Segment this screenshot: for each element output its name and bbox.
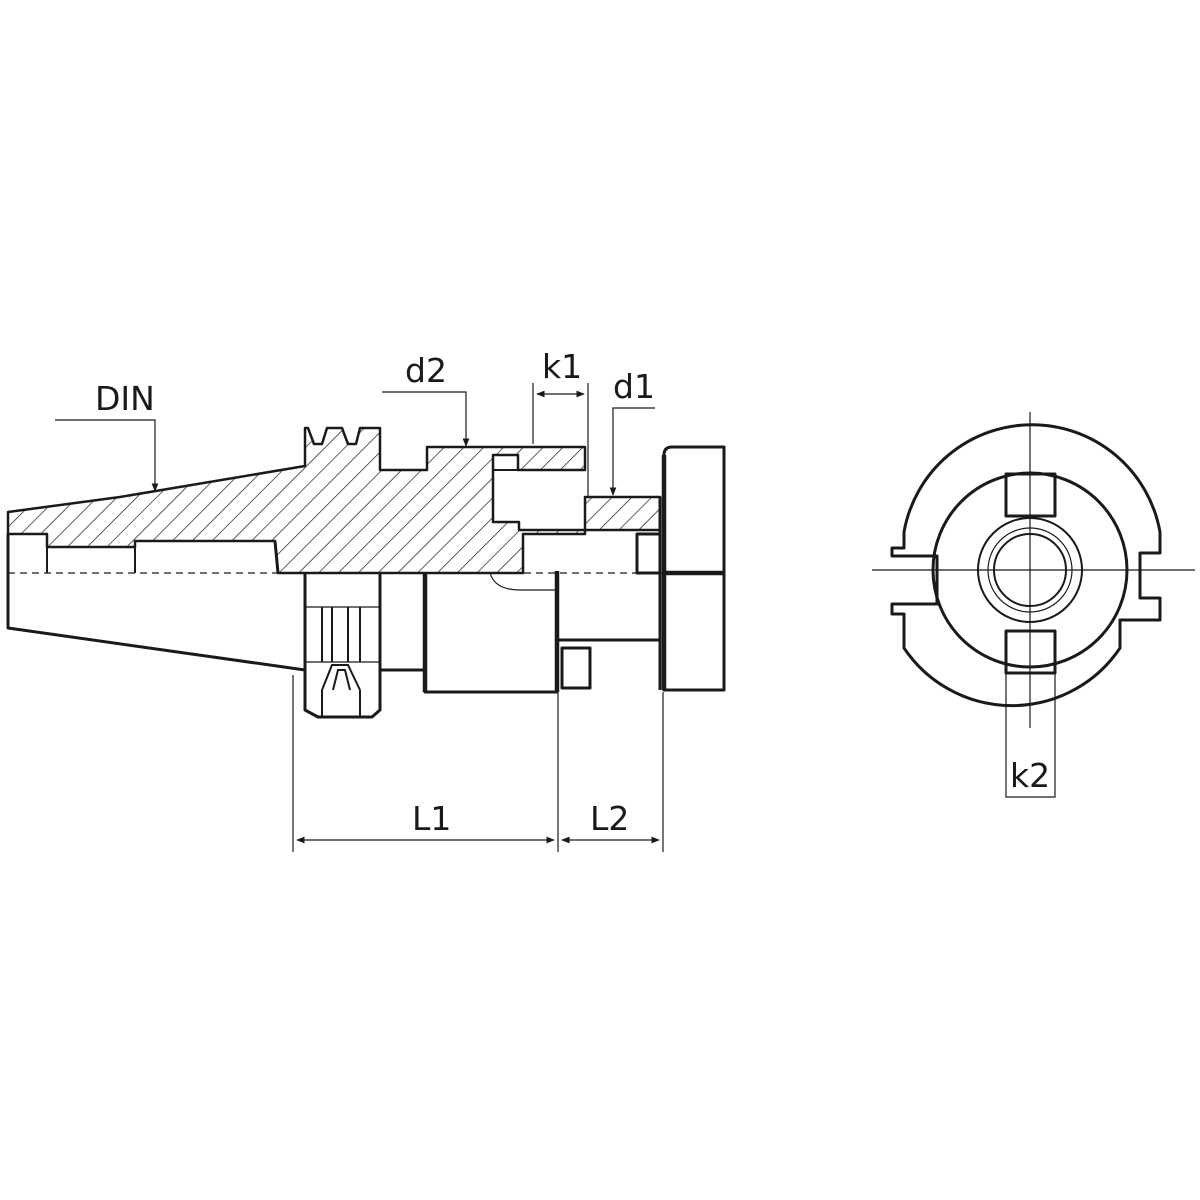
- label-l2: L2: [590, 799, 629, 838]
- pilot: [557, 497, 662, 690]
- flange-lower: [303, 573, 382, 719]
- key-lower: [560, 646, 592, 690]
- notch-lower: [321, 664, 361, 717]
- d1-leader: [609, 407, 655, 496]
- hatched-section: [6, 426, 662, 575]
- label-d1: d1: [613, 367, 655, 406]
- label-din: DIN: [95, 379, 155, 418]
- label-k2: k2: [1010, 756, 1050, 795]
- body-block: [423, 573, 559, 694]
- d2-leader: [382, 391, 470, 447]
- taper-lower-outline: [6, 534, 306, 672]
- bolt-head: [492, 454, 519, 471]
- din-leader: [55, 419, 159, 492]
- label-d2: d2: [405, 351, 447, 390]
- front-view: k2: [872, 412, 1195, 798]
- front-flange: [662, 445, 726, 692]
- guide-curve: [489, 572, 555, 591]
- label-k1: k1: [542, 347, 582, 386]
- k2-dim: [1005, 673, 1056, 798]
- key-upper: [635, 532, 662, 575]
- label-l1: L1: [412, 799, 451, 838]
- outer-ring: [890, 423, 1162, 708]
- side-view: DIN d2 k1 d1 L1 L2: [6, 347, 726, 852]
